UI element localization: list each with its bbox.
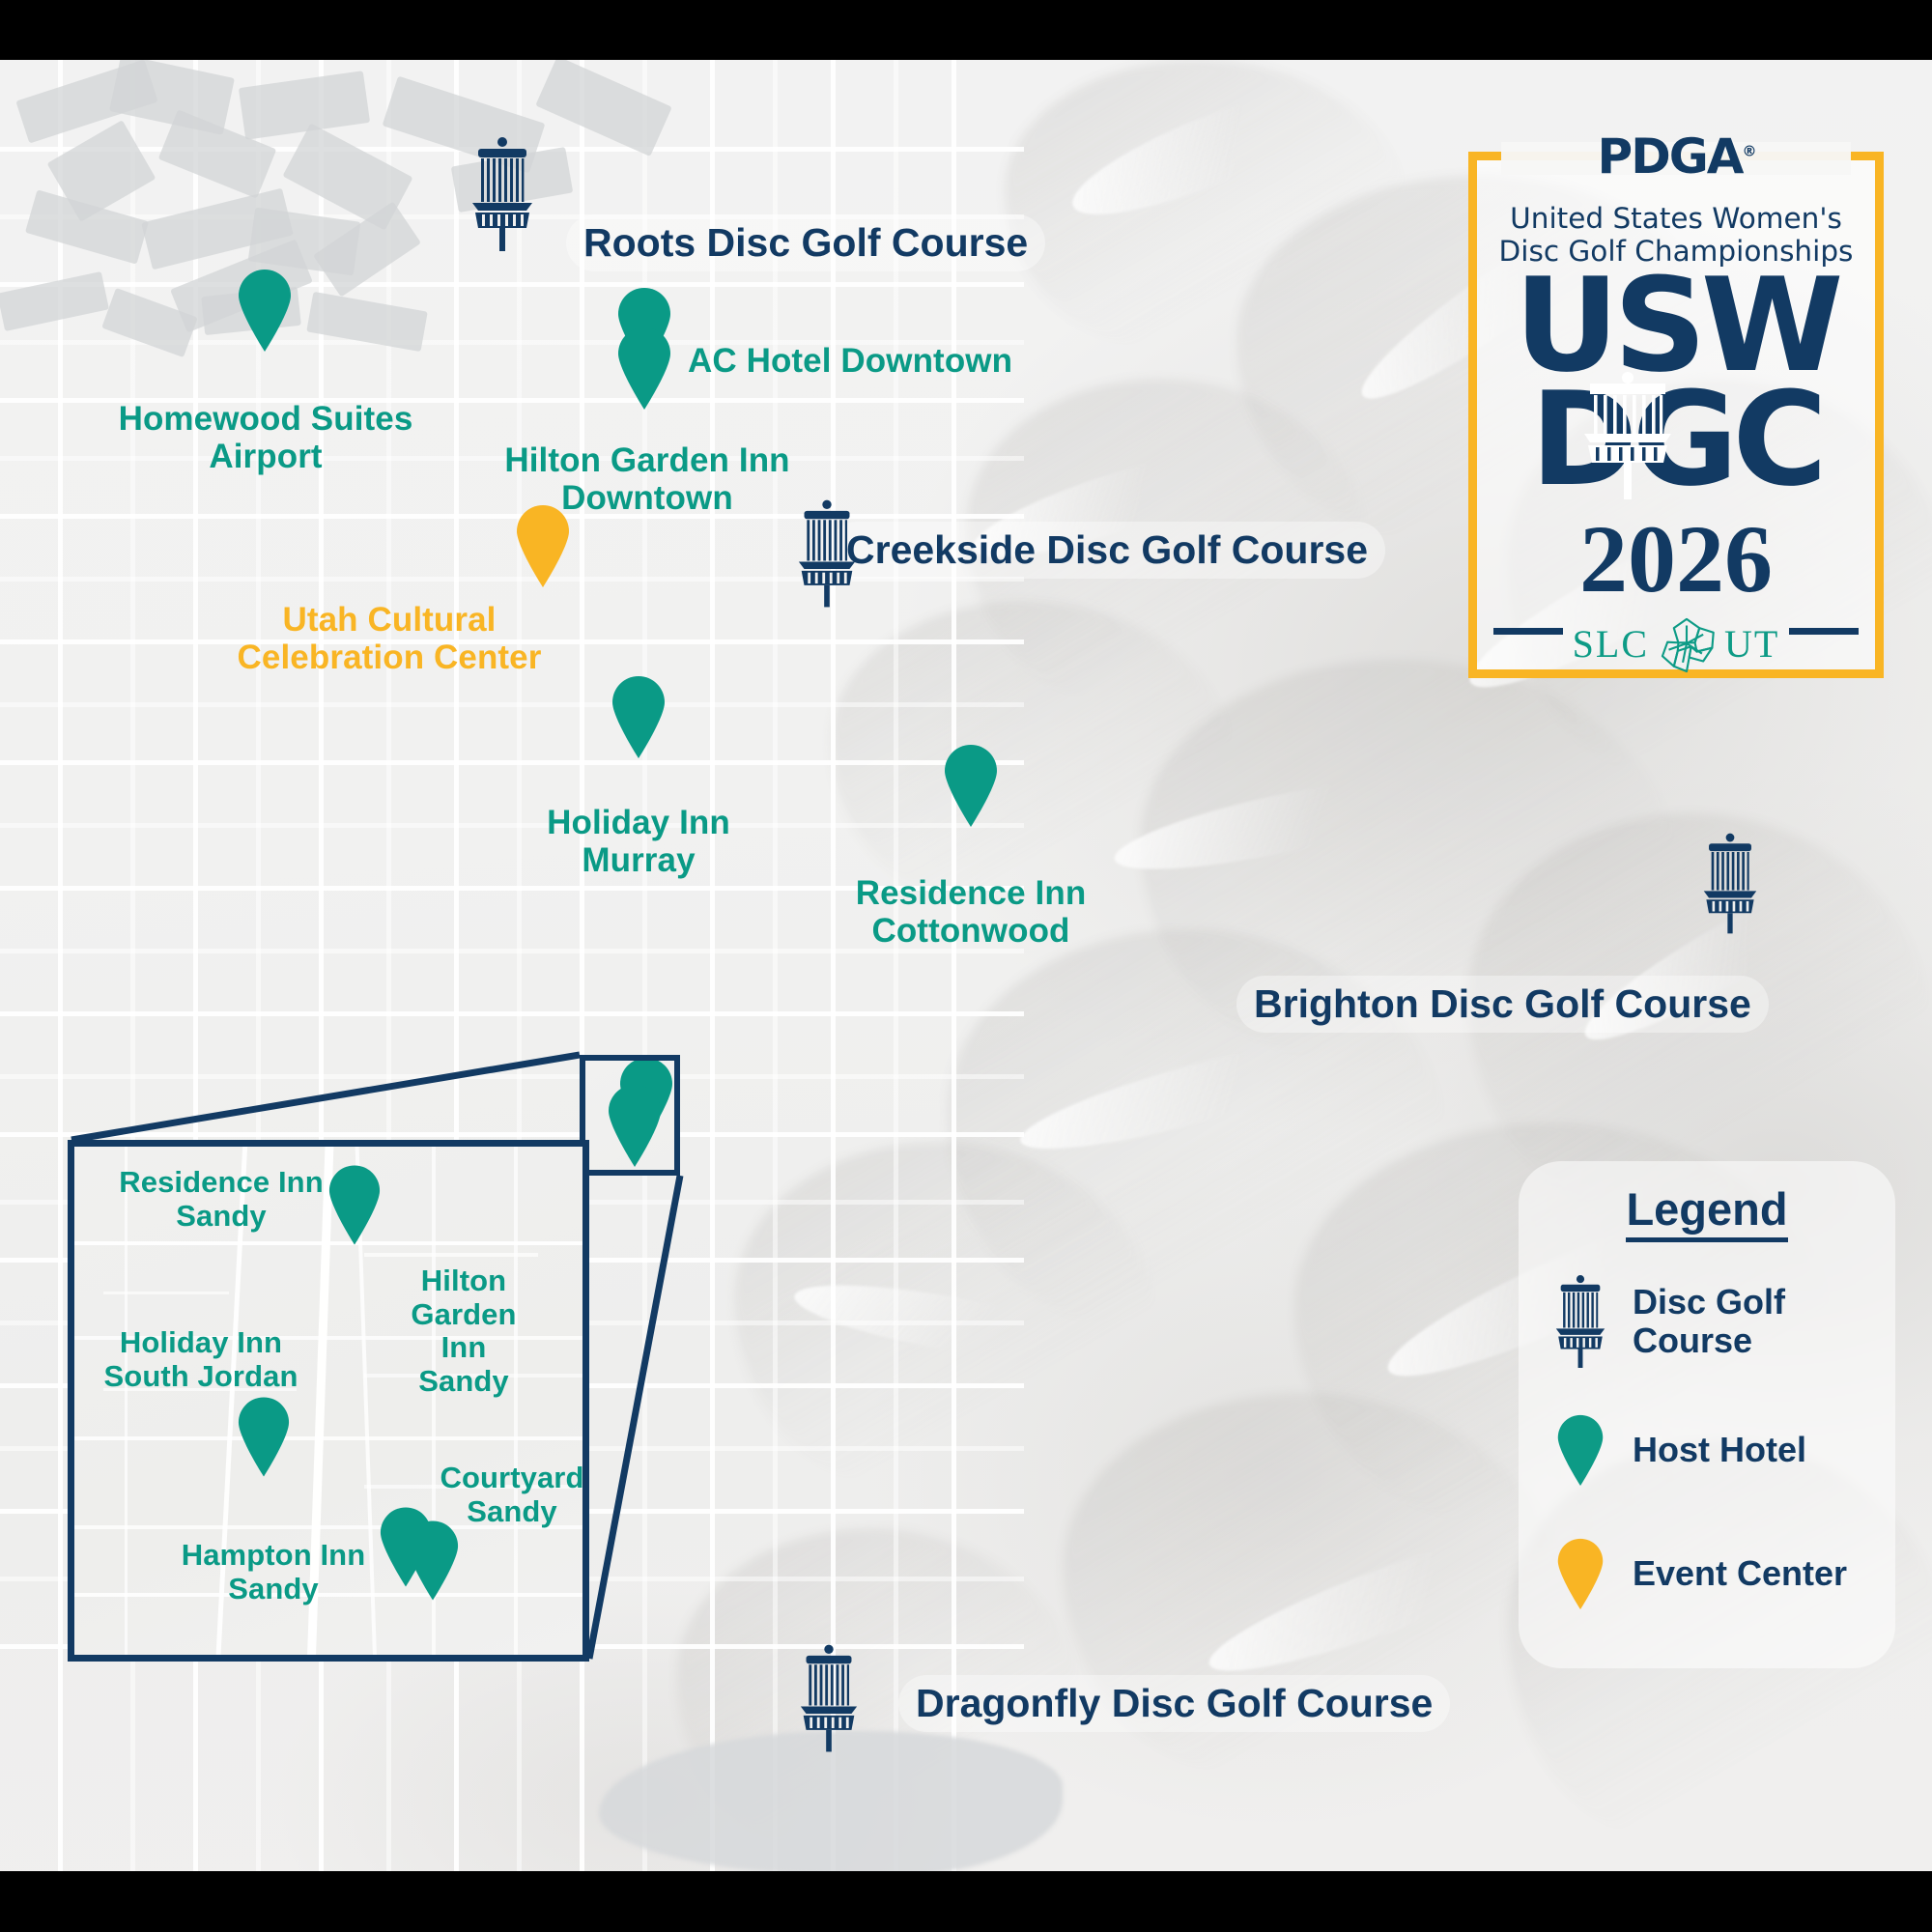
course-label-dragonfly: Dragonfly Disc Golf Course — [898, 1675, 1451, 1732]
registered-mark: ® — [1742, 142, 1756, 160]
disc-golf-basket-icon[interactable] — [799, 1644, 859, 1752]
hotel-label-holiday-inn-murray: Holiday Inn Murray — [547, 804, 730, 880]
disc-golf-basket-icon[interactable] — [470, 137, 534, 251]
map-pin-icon[interactable] — [327, 1164, 382, 1245]
logo-location: SLC UT — [1493, 613, 1859, 673]
map-pin-icon[interactable] — [406, 1520, 460, 1601]
sego-lily-icon — [1661, 617, 1715, 673]
rule-left — [1493, 627, 1563, 635]
logo-city: SLC — [1572, 621, 1650, 666]
inset-source-rect[interactable] — [580, 1055, 680, 1176]
legend-label-event-center: Event Center — [1633, 1553, 1848, 1594]
inset-street-grid — [74, 1147, 582, 1655]
letterbox-bar-top — [0, 0, 1932, 60]
svg-text:DGC: DGC — [1530, 364, 1822, 515]
letterbox-bar-bottom — [0, 1871, 1932, 1932]
map-pin-icon — [1549, 1538, 1611, 1609]
lake — [599, 1731, 1063, 1871]
course-label-roots: Roots Disc Golf Course — [566, 214, 1046, 271]
disc-golf-basket-icon[interactable] — [1702, 833, 1758, 934]
map-pin-icon[interactable] — [237, 1396, 291, 1477]
legend-label-host-hotel: Host Hotel — [1633, 1430, 1806, 1470]
pdga-text: PDGA — [1597, 128, 1745, 185]
map-pin-icon[interactable] — [237, 269, 293, 352]
event-center-label-utah-cultural-celebration-center: Utah Cultural Celebration Center — [237, 601, 542, 677]
course-label-brighton: Brighton Disc Golf Course — [1236, 976, 1769, 1033]
legend-item-host-hotel[interactable]: Host Hotel — [1519, 1414, 1895, 1486]
inset-hotel-label-hampton-inn-sandy: Hampton Inn Sandy — [181, 1538, 366, 1605]
inset-hotel-label-courtyard-sandy: Courtyard Sandy — [440, 1461, 584, 1528]
logo-subtitle: United States Women's Disc Golf Champion… — [1498, 202, 1854, 269]
basket-cutout-icon — [1584, 372, 1671, 499]
inset-hotel-label-holiday-inn-south-jordan: Holiday Inn South Jordan — [103, 1325, 298, 1393]
course-label-creekside: Creekside Disc Golf Course — [829, 522, 1386, 579]
pdga-wordmark: PDGA® — [1597, 128, 1757, 185]
logo-state: UT — [1724, 621, 1780, 666]
uswdgc-monogram: USW DGC — [1468, 266, 1884, 526]
map-pin-icon[interactable] — [616, 327, 672, 410]
map-pin-icon[interactable] — [611, 675, 667, 758]
event-logo-card: PDGA® United States Women's Disc Golf Ch… — [1468, 128, 1884, 678]
pdga-logo: PDGA® — [1468, 125, 1884, 188]
hotel-label-ac-hotel-downtown: AC Hotel Downtown — [688, 342, 1013, 380]
svg-text:USW: USW — [1514, 266, 1839, 401]
logo-year: 2026 — [1579, 505, 1773, 612]
inset-hotel-label-residence-inn-sandy: Residence Inn Sandy — [119, 1165, 324, 1233]
disc-golf-basket-icon — [1549, 1275, 1611, 1368]
hotel-label-homewood-suites-airport: Homewood Suites Airport — [118, 400, 413, 476]
legend-title: Legend — [1519, 1161, 1895, 1242]
hotel-label-hilton-garden-inn-downtown: Hilton Garden Inn Downtown — [504, 441, 790, 518]
legend-label-disc-golf-course: Disc Golf Course — [1633, 1282, 1786, 1360]
legend-panel: Legend — [1519, 1161, 1895, 1668]
disc-golf-basket-icon[interactable] — [797, 499, 857, 608]
map-background[interactable]: Roots Disc Golf Course Creekside Disc Go… — [0, 60, 1932, 1871]
legend-item-event-center[interactable]: Event Center — [1519, 1538, 1895, 1609]
map-pin-icon-event-center[interactable] — [515, 504, 571, 587]
map-pin-icon — [1549, 1414, 1611, 1486]
inset-hotel-label-hilton-garden-inn-sandy: Hilton Garden Inn Sandy — [411, 1264, 517, 1399]
hotel-label-residence-inn-cottonwood: Residence Inn Cottonwood — [855, 874, 1087, 951]
legend-item-disc-golf-course[interactable]: Disc Golf Course — [1519, 1275, 1895, 1368]
inset-detail-map[interactable]: Residence Inn Sandy Hilton Garden Inn Sa… — [68, 1140, 589, 1662]
rule-right — [1789, 627, 1859, 635]
map-pin-icon[interactable] — [943, 744, 999, 827]
